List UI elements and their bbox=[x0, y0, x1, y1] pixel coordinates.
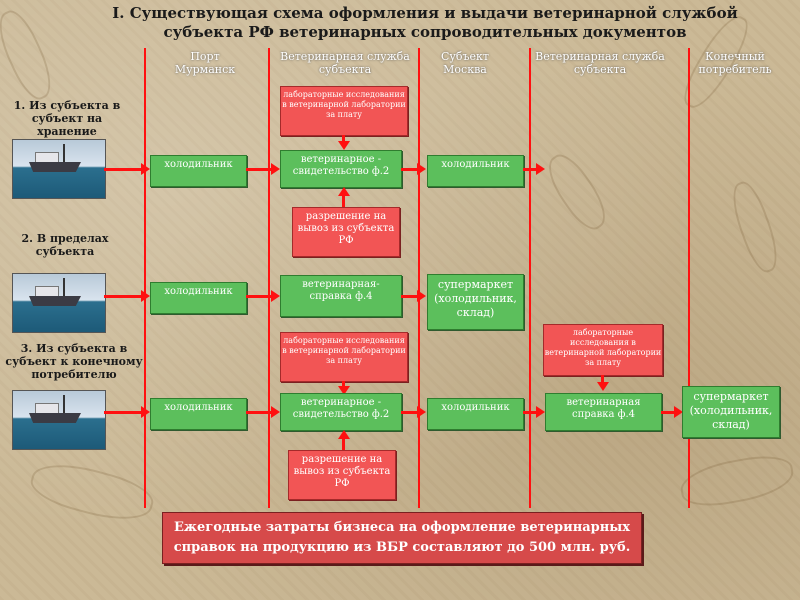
arrow-right-icon bbox=[674, 406, 683, 418]
fossil-decoration bbox=[0, 5, 61, 105]
arrow-up-icon bbox=[338, 187, 350, 196]
fossil-decoration bbox=[538, 147, 616, 237]
arrow-right-icon bbox=[417, 290, 426, 302]
flow-line bbox=[523, 411, 538, 414]
flow-line bbox=[401, 411, 418, 414]
supermarket-box: супермаркет (холодильник, склад) bbox=[427, 274, 524, 330]
route-label-3: 3. Из субъекта в субъект к конечному пот… bbox=[5, 342, 143, 381]
arrow-right-icon bbox=[141, 163, 150, 175]
lab-tests-box: лабораторные исследования в ветеринарной… bbox=[280, 332, 408, 382]
fridge-box: холодильник bbox=[150, 398, 247, 430]
flow-line bbox=[246, 411, 272, 414]
column-header-vet-service-2: Ветеринарная служба субъекта bbox=[535, 50, 665, 76]
column-header-moscow: Субъект Москва bbox=[441, 50, 489, 76]
fossil-decoration bbox=[677, 450, 797, 512]
column-divider bbox=[529, 48, 531, 508]
arrow-right-icon bbox=[417, 163, 426, 175]
route-label-2: 2. В пределах субъекта bbox=[21, 232, 109, 258]
arrow-down-icon bbox=[338, 386, 350, 395]
flow-line bbox=[523, 168, 538, 171]
connector-line bbox=[342, 381, 345, 387]
connector-line bbox=[601, 375, 604, 383]
fridge-box: холодильник bbox=[427, 398, 524, 430]
column-header-port: Порт Мурманск bbox=[174, 50, 236, 76]
arrow-right-icon bbox=[536, 406, 545, 418]
vet-reference-box: ветеринарная справка ф.4 bbox=[545, 393, 662, 431]
flow-line bbox=[104, 168, 142, 171]
arrow-down-icon bbox=[338, 141, 350, 150]
ship-image bbox=[12, 390, 106, 450]
fridge-box: холодильник bbox=[427, 155, 524, 187]
column-header-vet-service-1: Ветеринарная служба субъекта bbox=[280, 50, 410, 76]
connector-line bbox=[342, 135, 345, 142]
vet-reference-box: ветеринарная- справка ф.4 bbox=[280, 275, 402, 317]
export-permit-box: разрешение на вывоз из субъекта РФ bbox=[292, 207, 400, 257]
export-permit-box: разрешение на вывоз из субъекта РФ bbox=[288, 450, 396, 500]
lab-tests-box: лабораторные исследования в ветеринарной… bbox=[543, 324, 663, 376]
flow-line bbox=[246, 168, 272, 171]
arrow-right-icon bbox=[141, 290, 150, 302]
column-divider bbox=[144, 48, 146, 508]
lab-tests-box: лабораторные исследования в ветеринарной… bbox=[280, 86, 408, 136]
arrow-down-icon bbox=[597, 382, 609, 391]
arrow-right-icon bbox=[417, 406, 426, 418]
column-divider bbox=[418, 48, 420, 508]
column-divider bbox=[688, 48, 690, 508]
arrow-right-icon bbox=[271, 406, 280, 418]
arrow-right-icon bbox=[141, 406, 150, 418]
flow-line bbox=[246, 295, 272, 298]
column-divider bbox=[268, 48, 270, 508]
arrow-right-icon bbox=[271, 290, 280, 302]
route-label-1: 1. Из субъекта в субъект на хранение bbox=[13, 99, 121, 138]
flow-line bbox=[401, 168, 418, 171]
ship-image bbox=[12, 139, 106, 199]
supermarket-box: супермаркет (холодильник, склад) bbox=[682, 386, 780, 438]
fridge-box: холодильник bbox=[150, 282, 247, 314]
ship-image bbox=[12, 273, 106, 333]
flow-line bbox=[104, 295, 142, 298]
column-header-consumer: Конечный потребитель bbox=[698, 50, 772, 76]
vet-certificate-box: ветеринарное - свидетельство ф.2 bbox=[280, 150, 402, 188]
arrow-up-icon bbox=[338, 430, 350, 439]
arrow-right-icon bbox=[271, 163, 280, 175]
fridge-box: холодильник bbox=[150, 155, 247, 187]
connector-line bbox=[342, 195, 345, 207]
flow-line bbox=[401, 295, 418, 298]
annual-costs-note: Ежегодные затраты бизнеса на оформление … bbox=[162, 512, 642, 564]
flow-line bbox=[661, 411, 676, 414]
flow-line bbox=[104, 411, 142, 414]
fossil-decoration bbox=[724, 177, 786, 277]
connector-line bbox=[342, 438, 345, 450]
fossil-decoration bbox=[26, 454, 158, 530]
vet-certificate-box: ветеринарное - свидетельство ф.2 bbox=[280, 393, 402, 431]
page-title: I. Существующая схема оформления и выдач… bbox=[112, 4, 738, 41]
arrow-right-icon bbox=[536, 163, 545, 175]
